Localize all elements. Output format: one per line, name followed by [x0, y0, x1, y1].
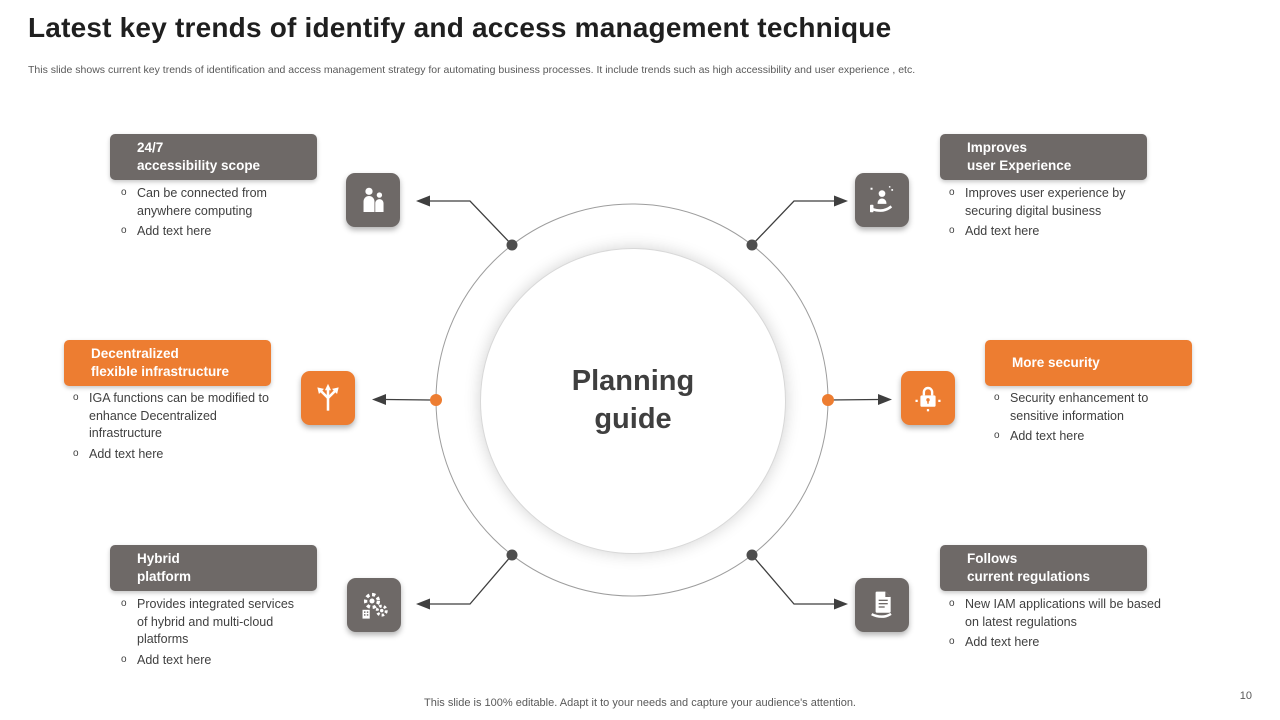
bullet-add-text-placeholder[interactable]: Add text here: [948, 223, 1153, 241]
badge-label: current regulations: [967, 569, 1091, 584]
branch-arrows-icon-glyph: [317, 383, 339, 411]
badge-more-security[interactable]: More security: [985, 340, 1192, 386]
bullet-text: New IAM applications will be based on la…: [948, 596, 1163, 631]
hand-user-icon-glyph: [870, 186, 894, 213]
badge-label: flexible infrastructure: [91, 364, 230, 379]
connector-dot: [506, 549, 518, 561]
badge-hybrid-platform[interactable]: Hybrid platform: [110, 545, 317, 591]
connector-dot: [746, 239, 758, 251]
bullet-text: Provides integrated services of hybrid a…: [120, 596, 295, 649]
page-subtitle: This slide shows current key trends of i…: [28, 64, 916, 76]
people-icon-glyph: [363, 187, 384, 212]
badge-label: user Experience: [967, 158, 1072, 173]
branch-arrows-icon[interactable]: [301, 371, 355, 425]
footer-note: This slide is 100% editable. Adapt it to…: [424, 697, 856, 709]
bullets-accessibility-scope: Can be connected from anywhere computing…: [120, 185, 300, 244]
bullet-text: Can be connected from anywhere computing: [120, 185, 300, 220]
bullets-current-regulations: New IAM applications will be based on la…: [948, 596, 1163, 655]
page-title: Latest key trends of identify and access…: [28, 12, 892, 43]
bullet-add-text-placeholder[interactable]: Add text here: [72, 446, 277, 464]
lock-icon-glyph: [915, 386, 941, 412]
people-icon[interactable]: [346, 173, 400, 227]
bullet-add-text-placeholder[interactable]: Add text here: [120, 652, 295, 670]
center-hub-circle[interactable]: Planning guide: [480, 248, 786, 554]
bullet-add-text-placeholder[interactable]: Add text here: [993, 428, 1173, 446]
gears-icon-glyph: [362, 592, 388, 619]
bullet-add-text-placeholder[interactable]: Add text here: [120, 223, 300, 241]
bullets-more-security: Security enhancement to sensitive inform…: [993, 390, 1173, 449]
badge-label: More security: [1012, 354, 1100, 370]
bullet-text: Improves user experience by securing dig…: [948, 185, 1153, 220]
connector-dot: [506, 239, 518, 251]
connector-dot: [822, 394, 834, 406]
badge-label: platform: [137, 569, 191, 584]
badge-decentralized-infrastructure[interactable]: Decentralized flexible infrastructure: [64, 340, 271, 386]
center-label-line2: guide: [594, 403, 672, 435]
hand-user-icon[interactable]: [855, 173, 909, 227]
badge-user-experience[interactable]: Improves user Experience: [940, 134, 1147, 180]
bullets-user-experience: Improves user experience by securing dig…: [948, 185, 1153, 244]
badge-label: Follows: [967, 550, 1018, 566]
document-hand-icon-glyph: [871, 591, 892, 618]
badge-current-regulations[interactable]: Follows current regulations: [940, 545, 1147, 591]
badge-label: Decentralized: [91, 345, 179, 361]
bullet-text: IGA functions can be modified to enhance…: [72, 390, 277, 443]
bullet-add-text-placeholder[interactable]: Add text here: [948, 634, 1163, 652]
badge-label: 24/7: [137, 139, 164, 155]
badge-label: Improves: [967, 139, 1028, 155]
bullets-decentralized-infrastructure: IGA functions can be modified to enhance…: [72, 390, 277, 466]
connector-dot: [746, 549, 758, 561]
badge-accessibility-scope[interactable]: 24/7 accessibility scope: [110, 134, 317, 180]
document-hand-icon[interactable]: [855, 578, 909, 632]
bullet-text: Security enhancement to sensitive inform…: [993, 390, 1173, 425]
badge-label: accessibility scope: [137, 158, 261, 173]
lock-icon[interactable]: [901, 371, 955, 425]
bullets-hybrid-platform: Provides integrated services of hybrid a…: [120, 596, 295, 672]
badge-label: Hybrid: [137, 550, 180, 566]
gears-icon[interactable]: [347, 578, 401, 632]
connector-dot: [430, 394, 442, 406]
page-number: 10: [1239, 690, 1252, 702]
center-label-line1: Planning: [571, 365, 695, 398]
